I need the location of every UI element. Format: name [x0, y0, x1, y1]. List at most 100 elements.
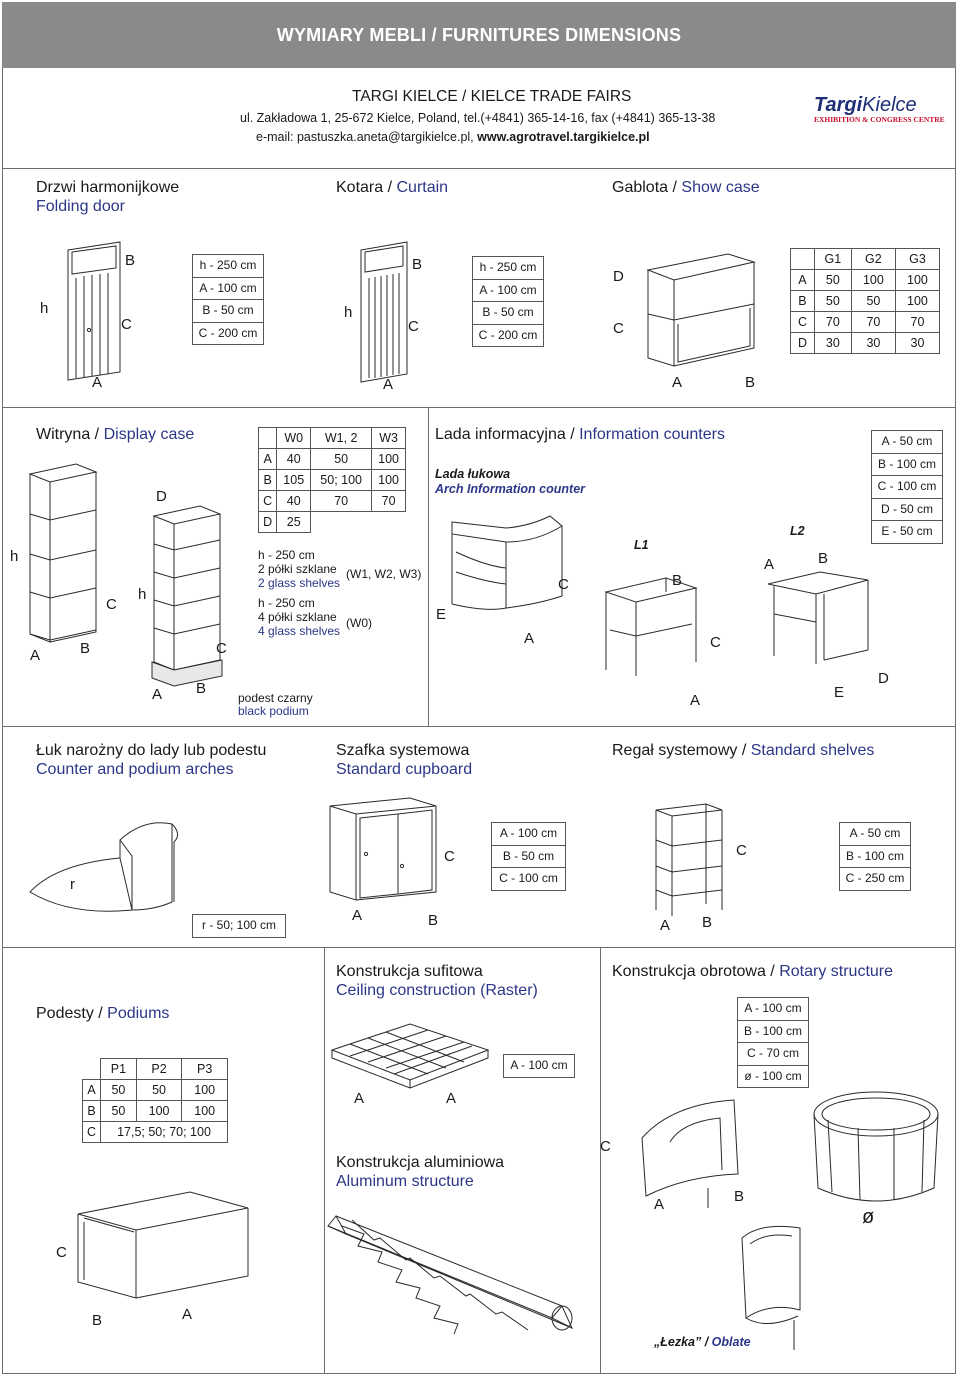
spec-row: B - 100 cm [840, 846, 910, 868]
aluminum-title: Konstrukcja aluminiowa Aluminum structur… [336, 1153, 504, 1191]
curtain-title: Kotara / Curtain [336, 179, 449, 196]
fd-label-h: h [40, 300, 49, 317]
pd-label-b: B [92, 1312, 103, 1329]
spec-row: C - 250 cm [845, 871, 905, 885]
dc-label-a2: A [152, 686, 163, 703]
spec-row: E - 50 cm [881, 524, 933, 538]
cell: 100 [181, 1079, 228, 1101]
cell: B [81, 1100, 102, 1122]
shelves-drawing [655, 803, 723, 916]
ceiling-title: Konstrukcja sufitowa Ceiling constructio… [336, 962, 538, 1000]
spec-row: h - 250 cm [193, 255, 263, 278]
cell: 100 [181, 1100, 228, 1122]
cell: C [257, 490, 278, 512]
cell: 100 [135, 1100, 183, 1122]
dc-label-h1: h [10, 548, 19, 565]
sc-label-a: A [672, 374, 683, 391]
header-block: TARGI KIELCE / KIELCE TRADE FAIRS ul. Za… [2, 68, 956, 169]
spec-row: B - 100 cm [738, 1021, 808, 1043]
show-case-title: Gablota / Show case [612, 179, 760, 196]
folding-door-title-en: Folding door [36, 198, 125, 215]
aluminum-truss-drawing [327, 1215, 574, 1335]
divider [600, 948, 601, 1374]
ic-label-a1: A [524, 630, 535, 647]
ceiling-drawing [330, 1023, 490, 1089]
cell: D [790, 332, 815, 354]
ce-label-a1: A [354, 1090, 365, 1107]
display-case-note1-ref: (W1, W2, W3) [346, 567, 422, 581]
cell: 40 [276, 490, 312, 512]
logo-italic: Kielce [862, 94, 917, 116]
dc-label-d2: D [156, 488, 167, 505]
cb-label-b: B [428, 912, 439, 929]
show-case-drawing [646, 253, 756, 367]
fd-label-b: B [125, 252, 136, 269]
sc-label-d: D [613, 268, 624, 285]
display-case-note1: h - 250 cm 2 półki szklane 2 glass shelv… [258, 548, 340, 590]
cupboard-specs: A - 100 cm B - 50 cm C - 100 cm [491, 822, 566, 891]
divider [2, 407, 956, 408]
aluminum-title-pl: Konstrukcja aluminiowa [336, 1154, 505, 1171]
cell: 50 [813, 290, 852, 312]
org-name: TARGI KIELCE / KIELCE TRADE FAIRS [352, 88, 632, 105]
cell: P3 [181, 1058, 228, 1080]
curtain-title-pl: Kotara [336, 179, 384, 196]
display-case-note2-ref: (W0) [346, 616, 372, 630]
shelves-title-en: Standard shelves [750, 742, 875, 759]
website-link[interactable]: www.agrotravel.targikielce.pl [477, 130, 650, 144]
sh-label-a: A [660, 917, 671, 934]
cell: 70 [894, 311, 941, 333]
rotary-title-en: Rotary structure [779, 963, 894, 980]
display-case-title-pl: Witryna [36, 426, 91, 443]
cell [790, 248, 815, 270]
spec-row: B - 50 cm [193, 300, 263, 323]
spec-row: C - 100 cm [499, 871, 558, 885]
sh-label-c: C [736, 842, 747, 859]
sh-label-b: B [702, 914, 713, 931]
info-counters-title: Lada informacyjna / Information counters [435, 426, 725, 443]
ic-label-b2: B [672, 572, 683, 589]
ic-label-d3: D [878, 670, 889, 687]
display-case-w1-drawing [28, 463, 98, 643]
ct-label-c: C [408, 318, 419, 335]
spec-row: B - 100 cm [872, 454, 942, 476]
rotary-specs: A - 100 cm B - 100 cm C - 70 cm ø - 100 … [737, 997, 809, 1088]
cell: 70 [850, 311, 896, 333]
spec-row: A - 100 cm [193, 278, 263, 300]
sc-label-b: B [745, 374, 756, 391]
pd-label-c: C [56, 1244, 67, 1261]
ic-label-l2: L2 [790, 524, 805, 538]
divider [2, 726, 956, 727]
ic-label-e1: E [436, 606, 447, 623]
display-case-title: Witryna / Display case [36, 426, 195, 443]
note-text: h - 250 cm [258, 596, 315, 610]
cell: 30 [894, 332, 941, 354]
cell: W0 [276, 427, 312, 449]
oblate-label-pl: „Łezka” [654, 1335, 702, 1349]
info-counters-specs: A - 50 cm B - 100 cm C - 100 cm D - 50 c… [871, 430, 943, 544]
cell: G2 [850, 248, 896, 270]
oblate-label-sep: / [701, 1335, 712, 1349]
curtain-drawing [360, 241, 408, 383]
spec-row: C - 100 cm [872, 476, 942, 499]
cell [257, 427, 278, 449]
rt-label-a: A [654, 1196, 665, 1213]
spec-row: h - 250 cm [473, 257, 543, 280]
note-text: black podium [238, 704, 309, 718]
cupboard-title-pl: Szafka systemowa [336, 742, 470, 759]
spec-row: A - 100 cm [510, 1058, 568, 1072]
oblate-label-en: Oblate [711, 1335, 751, 1349]
cell: B [257, 469, 278, 491]
ic-label-c1: C [558, 576, 569, 593]
arch-label-pl: Lada łukowa [435, 467, 511, 481]
page-title-banner: WYMIARY MEBLI / FURNITURES DIMENSIONS [2, 2, 956, 68]
folding-door-title: Drzwi harmonijkowe Folding door [36, 178, 179, 216]
note-text: h - 250 cm [258, 548, 315, 562]
cell: 100 [894, 290, 941, 312]
address-line: ul. Zakładowa 1, 25-672 Kielce, Poland, … [240, 111, 716, 125]
podiums-title-en: Podiums [107, 1005, 170, 1022]
display-case-note2: h - 250 cm 4 półki szklane 4 glass shelv… [258, 596, 340, 638]
shelves-title: Regał systemowy / Standard shelves [612, 742, 875, 759]
rt-label-diameter: ø [862, 1206, 875, 1228]
ic-label-e3: E [834, 684, 845, 701]
